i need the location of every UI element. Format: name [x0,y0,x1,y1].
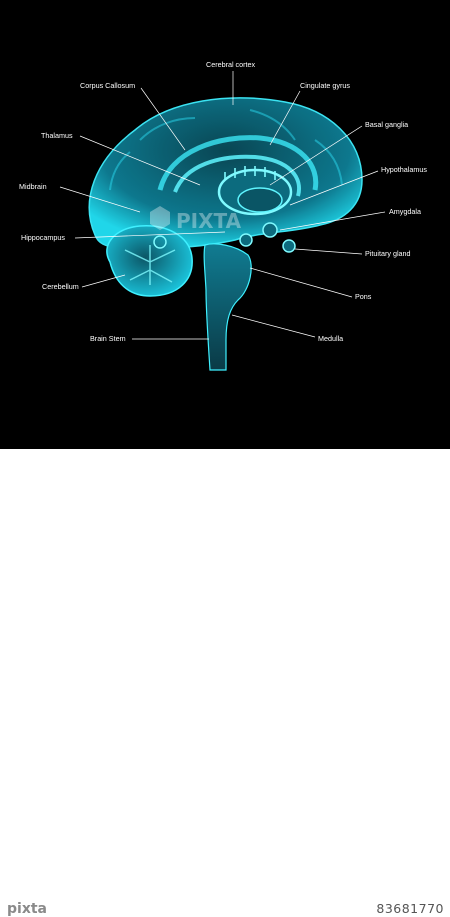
pixta-logo: pixta [7,901,47,917]
label-hippocampus: Hippocampus [21,233,65,242]
watermark-logo: PIXTA [150,206,242,233]
footer-bar: pixta 83681770 [0,449,450,917]
label-cerebral-cortex: Cerebral cortex [206,60,256,69]
label-brain-stem: Brain Stem [90,334,126,343]
label-hypothalamus: Hypothalamus [381,165,427,174]
image-id: 83681770 [376,901,444,916]
diagram-canvas: PIXTA Cerebral cortex Corpus Callosum Ci… [0,0,450,449]
label-thalamus: Thalamus [41,131,73,140]
corpus-callosum-shape [173,154,301,197]
label-corpus-callosum: Corpus Callosum [80,81,136,90]
label-midbrain: Midbrain [19,182,47,191]
cingulate-gyrus-shape [157,135,319,191]
brain-illustration: PIXTA [59,71,386,371]
label-basal-ganglia: Basal ganglia [365,120,409,129]
brain-stem-shape [203,243,252,371]
amygdala-shape [262,222,278,238]
svg-text:PIXTA: PIXTA [176,209,242,233]
label-cingulate-gyrus: Cingulate gyrus [300,81,350,90]
pituitary-shape [282,239,296,253]
label-medulla: Medulla [318,334,344,343]
label-cerebellum: Cerebellum [42,282,79,291]
label-pituitary-gland: Pituitary gland [365,249,411,258]
label-pons: Pons [355,292,372,301]
label-amygdala: Amygdala [389,207,421,216]
